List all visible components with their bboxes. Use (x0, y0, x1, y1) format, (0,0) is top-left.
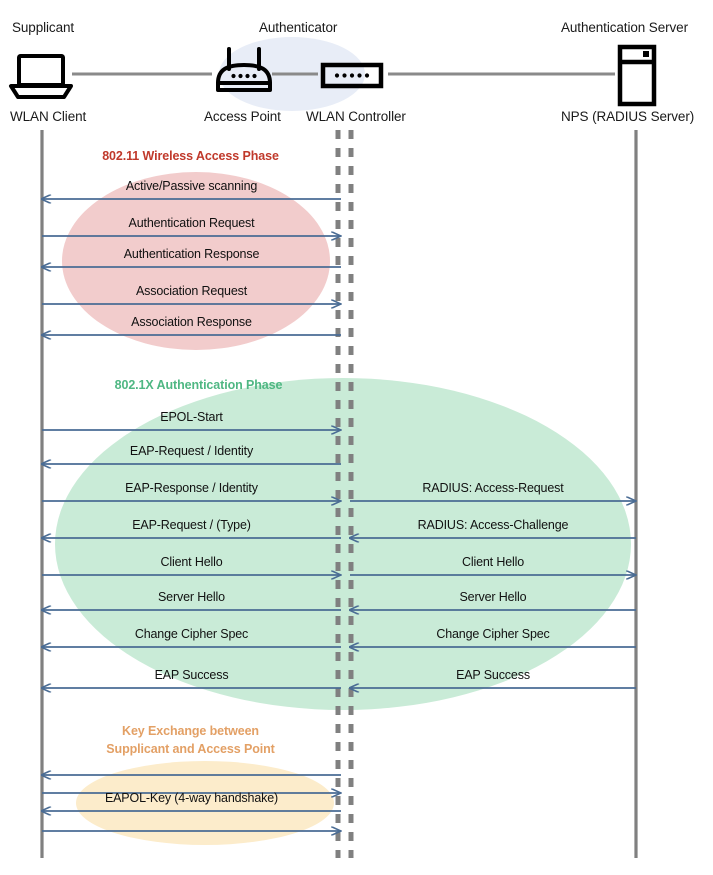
node-caption-wlan-controller: WLAN Controller (306, 109, 406, 124)
msg-epol-start-label: EPOL-Start (160, 410, 223, 424)
msg-eap-success-left-label: EAP Success (154, 668, 229, 682)
node-title-authenticator: Authenticator (259, 20, 338, 35)
msg-eap-request-identity-label: EAP-Request / Identity (129, 444, 254, 458)
msg-association-request-label: Association Request (135, 284, 248, 298)
msg-active-passive-scanning-label: Active/Passive scanning (125, 179, 258, 193)
msg-client-hello-left-label: Client Hello (160, 555, 223, 569)
lifelines (40, 130, 638, 858)
node-caption-access-point: Access Point (204, 109, 281, 124)
phase-802-1x-authentication-title: 802.1X Authentication Phase (114, 378, 283, 392)
server-rack-icon (617, 44, 657, 107)
msg-radius-access-challenge-label: RADIUS: Access-Challenge (417, 518, 569, 532)
network-switch-icon (320, 62, 384, 89)
msg-change-cipher-spec-left-label: Change Cipher Spec (134, 627, 249, 641)
msg-server-hello-right-label: Server Hello (459, 590, 527, 604)
laptop-icon (9, 54, 73, 99)
node-caption-nps-radius-server: NPS (RADIUS Server) (561, 109, 695, 124)
msg-change-cipher-spec-right-label: Change Cipher Spec (436, 627, 550, 641)
wireless-router-icon (216, 47, 272, 92)
phase-802-11-wireless-access-title: 802.11 Wireless Access Phase (102, 149, 279, 163)
node-title-authentication-server: Authentication Server (561, 20, 688, 35)
node-caption-wlan-client: WLAN Client (10, 109, 87, 124)
message-arrows (42, 199, 636, 831)
msg-association-response-label: Association Response (131, 315, 252, 329)
msg-eap-success-right-label: EAP Success (456, 668, 530, 682)
msg-authentication-request-label: Authentication Request (128, 216, 255, 230)
node-title-supplicant: Supplicant (12, 20, 75, 35)
msg-client-hello-right-label: Client Hello (461, 555, 525, 569)
msg-authentication-response-label: Authentication Response (123, 247, 260, 261)
msg-server-hello-left-label: Server Hello (158, 590, 225, 604)
msg-radius-access-request-label: RADIUS: Access-Request (422, 481, 564, 495)
msg-eap-request-type-label: EAP-Request / (Type) (132, 518, 251, 532)
msg-eapol-key-4-way-label: EAPOL-Key (4-way handshake) (104, 791, 279, 805)
node-icons (9, 44, 657, 107)
phase-ellipses (55, 172, 631, 845)
msg-eap-response-identity-label: EAP-Response / Identity (125, 481, 258, 495)
